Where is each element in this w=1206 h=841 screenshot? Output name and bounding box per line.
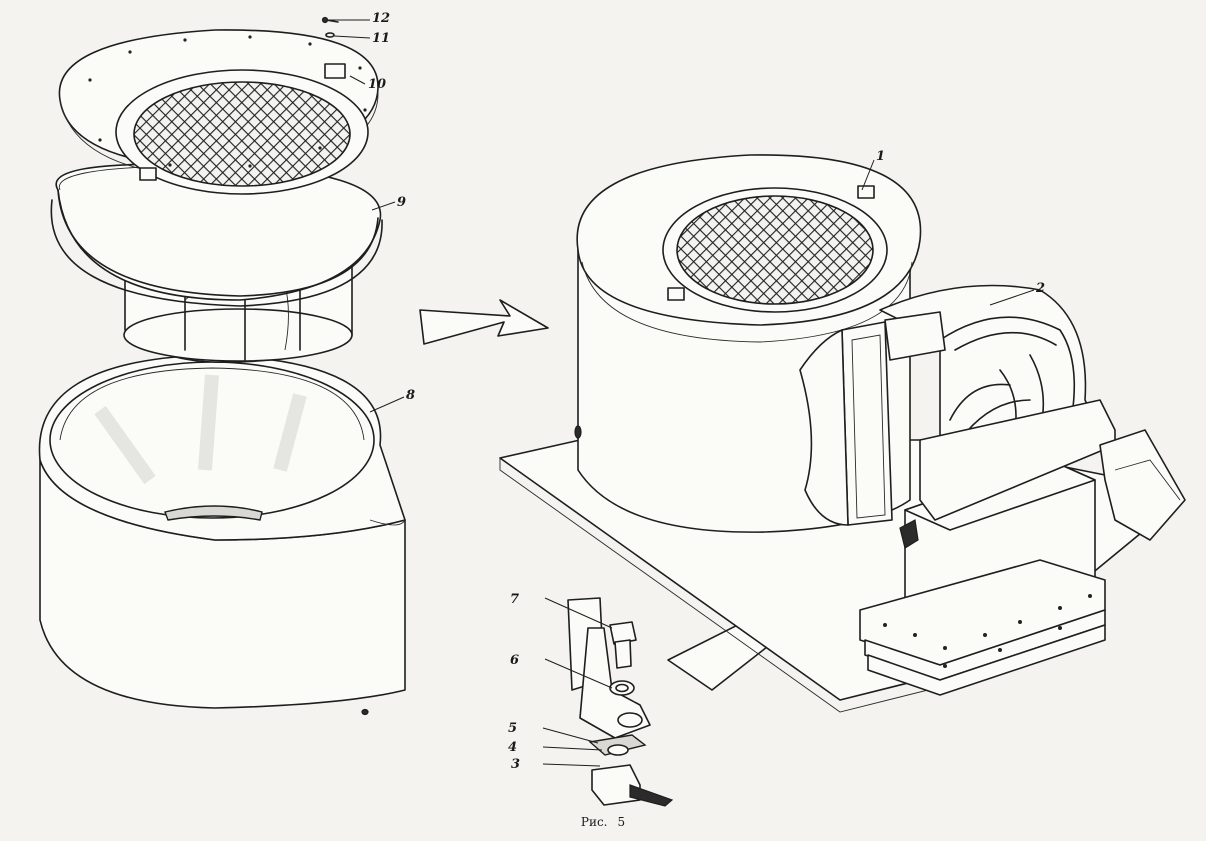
callout-10: 10	[368, 77, 386, 92]
callout-4: 4	[508, 740, 517, 755]
fastener-detail	[567, 597, 674, 807]
callout-9: 9	[397, 195, 406, 210]
bolt-7	[609, 621, 637, 669]
callout-8: 8	[406, 388, 415, 403]
figure-caption: Рис. 5	[0, 815, 1206, 829]
callout-5: 5	[508, 721, 517, 736]
assembled-unit	[499, 154, 1186, 713]
rotor-part-9	[50, 163, 383, 364]
direction-arrow-right	[419, 299, 549, 345]
leader-lines	[328, 19, 1035, 767]
callout-2: 2	[1035, 281, 1045, 296]
callout-12: 12	[372, 11, 390, 26]
callout-1: 1	[876, 149, 885, 164]
exploded-assembly	[38, 16, 406, 716]
bolt-holes	[88, 35, 367, 168]
caption-number: 5	[617, 815, 626, 829]
callout-labels: 1 2 3 4 5 6 7 8 9 10 11 12	[368, 11, 1045, 772]
callout-11: 11	[372, 31, 390, 46]
top-plate-part-10	[58, 29, 379, 195]
housing-part-8	[38, 354, 406, 716]
duct-stack	[859, 399, 1186, 696]
caption-label: Рис.	[580, 815, 608, 829]
callout-6: 6	[510, 653, 519, 668]
callout-7: 7	[510, 592, 519, 607]
callout-3: 3	[511, 757, 520, 772]
flange-bolts	[883, 594, 1092, 668]
